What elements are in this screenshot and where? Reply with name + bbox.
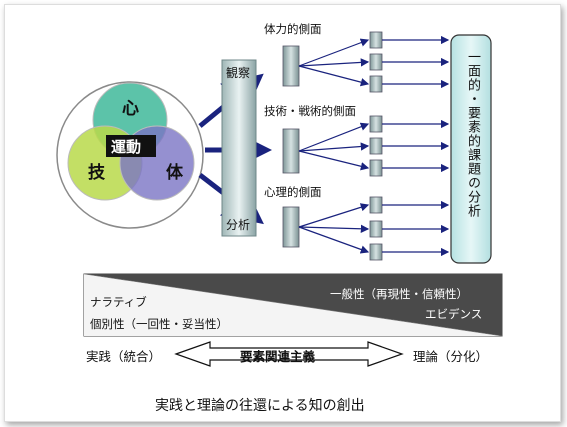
venn-label-skill: 技 xyxy=(88,163,105,183)
spectrum-band xyxy=(83,273,503,337)
axis-center-label: 要素関連主義 xyxy=(240,349,316,364)
aspect-label-mental: 心理的側面 xyxy=(264,185,322,199)
spectrum-generality: 一般性（再現性・信頼性） xyxy=(330,287,468,301)
venn-center-box xyxy=(106,135,156,157)
venn-diagram xyxy=(56,81,204,229)
axis-arrow xyxy=(174,341,404,367)
aspect-block-mental xyxy=(282,206,300,248)
aspect-blocks xyxy=(282,45,300,248)
fan-arrows xyxy=(298,38,370,254)
spectrum-evidence: エビデンス xyxy=(425,307,483,321)
convergence-arrows xyxy=(382,35,450,257)
spectrum-narrative: ナラティブ xyxy=(90,295,147,309)
aspect-block-technical xyxy=(282,128,300,174)
venn-label-body: 体 xyxy=(166,163,183,183)
observation-label: 観察 xyxy=(226,66,251,80)
aspect-label-technical: 技術・戦術的側面 xyxy=(264,104,356,118)
venn-label-center: 運動 xyxy=(111,138,142,156)
venn-label-mind: 心 xyxy=(122,99,139,119)
axis-left-label: 実践（統合） xyxy=(86,349,162,364)
observation-bar xyxy=(221,59,257,237)
element-blocks xyxy=(369,31,383,261)
axis-right-label: 理論（分化） xyxy=(413,349,489,364)
aspect-block-physical xyxy=(282,45,300,87)
spectrum-individuality: 個別性（一回性・妥当性） xyxy=(90,317,228,331)
aspect-label-physical: 体力的側面 xyxy=(264,22,322,36)
analysis-label: 分析 xyxy=(226,218,251,232)
result-box-text: 一面的・要素的課題の分析 xyxy=(465,50,480,218)
result-box xyxy=(450,34,492,264)
caption: 実践と理論の往還による知の創出 xyxy=(155,398,365,414)
